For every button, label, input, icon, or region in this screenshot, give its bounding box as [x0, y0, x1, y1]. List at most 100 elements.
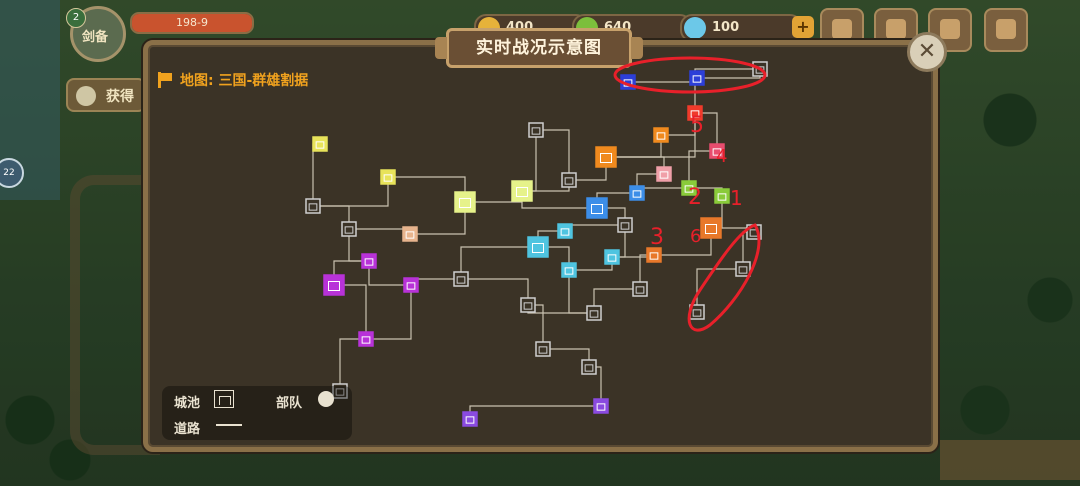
city-marker[interactable] [323, 274, 345, 296]
settings-button[interactable] [984, 8, 1028, 52]
gear-icon [996, 19, 1016, 39]
city-marker[interactable] [581, 359, 597, 375]
city-marker[interactable] [593, 398, 609, 414]
road [697, 69, 761, 79]
city-marker[interactable] [341, 221, 357, 237]
city-marker[interactable] [689, 304, 705, 320]
annotation-number: 5 [690, 113, 704, 138]
city-marker[interactable] [305, 198, 321, 214]
legend-city-label: 城池 [174, 396, 201, 411]
annotation-number: 1 [730, 186, 743, 210]
annotation-number: 4 [716, 146, 727, 167]
player-level-badge: 2 [66, 8, 86, 28]
annotation-circle-right [687, 223, 761, 332]
hp-bar: 198-9 [130, 12, 254, 34]
road [469, 405, 601, 419]
road [366, 285, 412, 340]
diamond-value: 100 [712, 20, 740, 35]
city-marker[interactable] [520, 297, 536, 313]
road [521, 191, 597, 209]
city-marker[interactable] [586, 197, 608, 219]
dirt-path [70, 175, 160, 455]
city-marker[interactable] [656, 166, 672, 182]
hp-bar-fill [132, 14, 252, 32]
road [564, 224, 625, 231]
city-marker[interactable] [681, 180, 697, 196]
side-reward-button[interactable]: 获得 [66, 78, 146, 112]
panel-title: 实时战况示意图 [435, 28, 643, 68]
close-button[interactable]: ✕ [907, 32, 947, 72]
legend-road-label: 道路 [174, 422, 201, 437]
road [461, 278, 529, 305]
warrior-icon [886, 19, 906, 39]
city-marker[interactable] [604, 249, 620, 265]
map-name-label: 地图: 三国-群雄割据 [158, 70, 308, 90]
diamond-icon [684, 17, 706, 39]
city-marker[interactable] [735, 261, 751, 277]
resource-diamond[interactable]: 100 + [680, 14, 814, 42]
road [694, 68, 760, 113]
road [460, 246, 538, 279]
annotation-number: 3 [650, 225, 664, 250]
road [527, 305, 594, 314]
chest-icon [940, 19, 960, 39]
chest-button[interactable] [928, 8, 972, 52]
city-marker[interactable] [453, 271, 469, 287]
map-name-text: 地图: 三国-群雄割据 [180, 73, 309, 89]
city-marker[interactable] [595, 146, 617, 168]
city-marker[interactable] [653, 127, 669, 143]
city-marker[interactable] [561, 172, 577, 188]
city-marker[interactable] [454, 191, 476, 213]
city-marker[interactable] [361, 253, 377, 269]
city-marker[interactable] [403, 277, 419, 293]
annotation-number: 2 [688, 185, 702, 210]
city-marker[interactable] [312, 136, 328, 152]
hand-annotations-layer: 5 4 2 1 3 6 [613, 56, 767, 332]
road [593, 288, 640, 313]
city-marker[interactable] [709, 143, 725, 159]
hp-text: 198-9 [176, 16, 208, 29]
troop-icon [318, 391, 334, 407]
treasure-icon [832, 19, 852, 39]
city-marker[interactable] [689, 70, 705, 86]
city-marker[interactable] [714, 188, 730, 204]
city-marker[interactable] [632, 281, 648, 297]
flag-icon [158, 72, 172, 88]
cities-layer [305, 61, 768, 427]
annotation-number: 6 [690, 226, 701, 247]
city-marker[interactable] [629, 185, 645, 201]
city-marker[interactable] [402, 226, 418, 242]
dirt-path-2 [940, 440, 1080, 480]
add-diamond-button[interactable]: + [792, 16, 814, 38]
city-icon [214, 390, 234, 408]
road-icon [216, 424, 242, 426]
city-marker[interactable] [646, 247, 662, 263]
road [388, 176, 466, 202]
city-marker[interactable] [511, 180, 533, 202]
city-marker[interactable] [561, 262, 577, 278]
annotation-circle-top [613, 56, 767, 94]
player-name: 剑备 [82, 30, 109, 45]
city-marker[interactable] [617, 217, 633, 233]
road [368, 261, 411, 286]
map-legend: 城池 部队 道路 [162, 386, 352, 440]
road [536, 129, 570, 180]
city-marker[interactable] [586, 305, 602, 321]
city-marker[interactable] [462, 411, 478, 427]
road [349, 228, 411, 234]
city-marker[interactable] [535, 341, 551, 357]
city-marker[interactable] [687, 105, 703, 121]
city-marker[interactable] [527, 236, 549, 258]
side-reward-label: 获得 [106, 89, 134, 105]
city-marker[interactable] [380, 169, 396, 185]
road [312, 143, 320, 206]
road [606, 113, 696, 158]
city-marker[interactable] [528, 122, 544, 138]
city-marker[interactable] [700, 217, 722, 239]
road [636, 187, 689, 193]
side-bubble-badge[interactable]: 22 [0, 158, 24, 188]
city-marker[interactable] [358, 331, 374, 347]
city-marker[interactable] [332, 383, 348, 399]
city-marker[interactable] [557, 223, 573, 239]
